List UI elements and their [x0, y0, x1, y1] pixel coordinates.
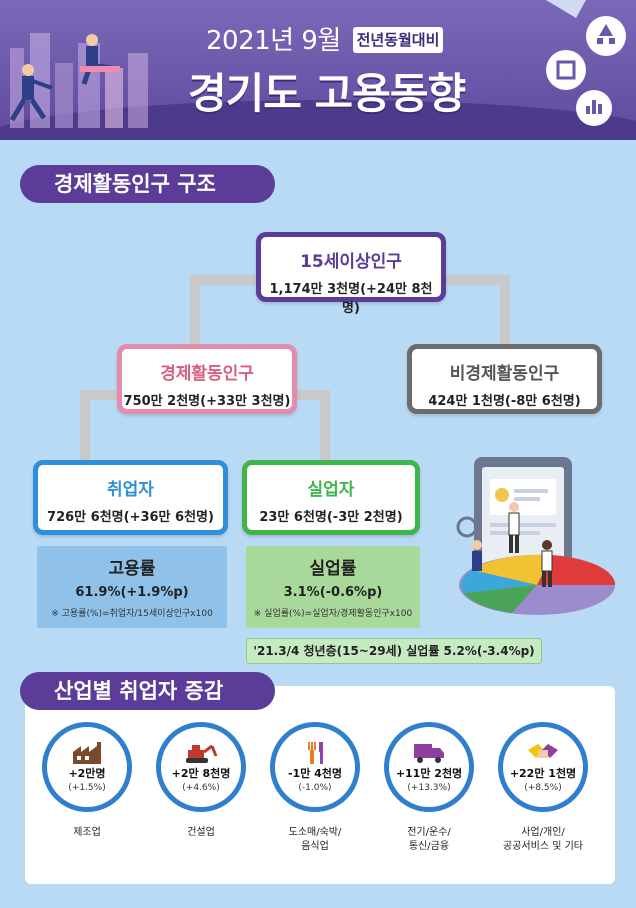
connector-line [440, 275, 510, 285]
employed-box: 취업자 726만 6천명(+36만 6천명) [33, 460, 228, 535]
industry-value: +2만 8천명 [171, 766, 231, 780]
industry-label-line: 건설업 [187, 827, 215, 838]
industry-circle: +2만 8천명 (+4.6%) [156, 722, 246, 812]
industry-circle: +11만 2천명 (+13.3%) [384, 722, 474, 812]
connector-line [80, 390, 125, 400]
population-box: 15세이상인구 1,174만 3천명(+24만 8천명) [256, 232, 446, 316]
connector-line [290, 390, 330, 400]
page-title: 경기도 고용동향 [188, 69, 466, 118]
unemployment-rate-box: 실업률 3.1%(-0.6%p) ※ 실업률(%)=실업자/경제활동인구x100 [246, 546, 420, 628]
industry-circle: -1만 4천명 (-1.0%) [270, 722, 360, 812]
employed-value: 726만 6천명(+36만 6천명) [47, 510, 214, 525]
industry-label-line: 사업/개인/ [521, 827, 565, 838]
inactive-population-value: 424만 1천명(-8만 6천명) [428, 394, 581, 409]
industry-label: 도소매/숙박/ 음식업 [265, 826, 365, 854]
unemployed-label: 실업자 [307, 480, 355, 500]
unemployed-value: 23만 6천명(-3만 2천명) [259, 510, 403, 525]
industry-label-line: 공공서비스 및 기타 [503, 841, 583, 852]
industry-item-construction: +2만 8천명 (+4.6%) 건설업 [151, 722, 251, 840]
industry-value: +11만 2천명 [395, 766, 463, 780]
youth-unemployment-note: '21.3/4 청년층(15~29세) 실업률 5.2%(-3.4%p) [246, 638, 542, 664]
connector-line [500, 275, 510, 355]
unemployment-rate-value: 3.1%(-0.6%p) [283, 585, 383, 600]
unemployment-rate-note: ※ 실업률(%)=실업자/경제활동인구x100 [253, 609, 413, 619]
industry-item-manufacturing: +2만명 (+1.5%) 제조업 [37, 722, 137, 840]
industry-label-line: 음식업 [301, 841, 329, 852]
handshake-icon [528, 743, 558, 758]
industry-percent: (+1.5%) [68, 782, 106, 793]
industry-label-line: 전기/운수/ [407, 827, 451, 838]
employment-rate-label: 고용률 [108, 559, 156, 579]
inactive-population-box: 비경제활동인구 424만 1천명(-8만 6천명) [407, 344, 602, 414]
population-value: 1,174만 3천명(+24만 8천명) [269, 282, 433, 316]
unemployment-rate-label: 실업률 [309, 559, 357, 579]
employed-label: 취업자 [107, 480, 154, 500]
industry-percent: (-1.0%) [298, 782, 332, 793]
industry-label-line: 제조업 [73, 827, 101, 838]
active-population-value: 750만 2천명(+33만 3천명) [123, 394, 291, 409]
section-title-industry: 산업별 취업자 증감 [20, 672, 275, 710]
unemployed-box: 실업자 23만 6천명(-3만 2천명) [242, 460, 420, 535]
section-title-structure: 경제활동인구 구조 [20, 165, 275, 203]
comparison-badge: 전년동월대비 [353, 27, 443, 53]
header-banner: 2021년 9월 전년동월대비 경기도 고용동향 [0, 0, 636, 140]
inactive-population-label: 비경제활동인구 [449, 364, 560, 384]
industry-value: +2만명 [68, 766, 106, 780]
business-icons-illustration [546, 0, 626, 126]
connector-line [190, 275, 200, 355]
factory-icon [73, 741, 101, 764]
active-population-label: 경제활동인구 [160, 364, 254, 384]
city-workers-illustration [9, 33, 148, 128]
industry-label-line: 통신/금융 [408, 841, 450, 852]
industry-circle: +2만명 (+1.5%) [42, 722, 132, 812]
industry-item-retail-food: -1만 4천명 (-1.0%) 도소매/숙박/ 음식업 [265, 722, 365, 854]
industry-label: 제조업 [37, 826, 137, 840]
population-label: 15세이상인구 [300, 252, 402, 272]
employment-rate-note: ※ 고용률(%)=취업자/15세이상인구x100 [51, 609, 213, 619]
truck-icon [414, 743, 444, 763]
industry-percent: (+13.3%) [407, 782, 451, 793]
connector-line [80, 390, 90, 465]
industry-label: 사업/개인/ 공공서비스 및 기타 [493, 826, 593, 854]
industry-percent: (+8.5%) [524, 782, 562, 793]
excavator-icon [186, 744, 218, 763]
employment-rate-box: 고용률 61.9%(+1.9%p) ※ 고용률(%)=취업자/15세이상인구x1… [37, 546, 227, 628]
industry-item-services: +22만 1천명 (+8.5%) 사업/개인/ 공공서비스 및 기타 [493, 722, 593, 854]
report-date: 2021년 9월 [206, 26, 341, 56]
industry-value: -1만 4천명 [287, 766, 343, 780]
connector-line [190, 275, 260, 285]
fork-knife-icon [308, 741, 323, 764]
active-population-box: 경제활동인구 750만 2천명(+33만 3천명) [117, 344, 297, 414]
industry-item-transport-finance: +11만 2천명 (+13.3%) 전기/운수/ 통신/금융 [379, 722, 479, 854]
industry-label-line: 도소매/숙박/ [288, 827, 342, 838]
industry-value: +22만 1천명 [509, 766, 577, 780]
industry-label: 건설업 [151, 826, 251, 840]
industry-label: 전기/운수/ 통신/금융 [379, 826, 479, 854]
tablet-pie-illustration [456, 457, 616, 615]
connector-line [320, 390, 330, 465]
industry-percent: (+4.6%) [182, 782, 220, 793]
employment-rate-value: 61.9%(+1.9%p) [75, 585, 189, 600]
industry-circle: +22만 1천명 (+8.5%) [498, 722, 588, 812]
